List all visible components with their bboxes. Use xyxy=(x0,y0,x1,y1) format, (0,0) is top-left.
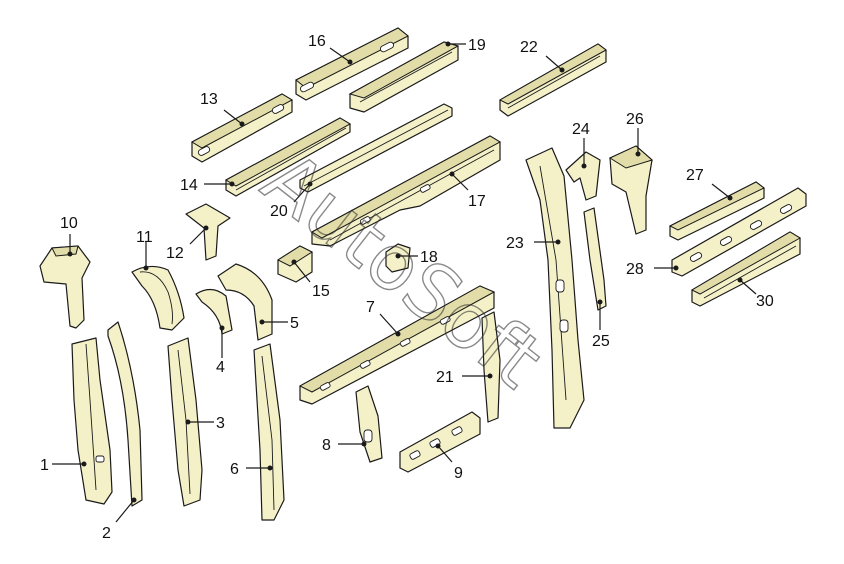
part-16-rail[interactable] xyxy=(295,27,409,101)
part-24-bracket[interactable] xyxy=(565,151,601,201)
callout-25[interactable]: 25 xyxy=(592,333,610,350)
callout-24[interactable]: 24 xyxy=(572,121,590,138)
callout-16[interactable]: 16 xyxy=(308,33,326,50)
callout-10[interactable]: 10 xyxy=(60,215,78,232)
part-19-rail[interactable] xyxy=(348,41,460,113)
part-28-rail[interactable] xyxy=(671,187,807,277)
part-13-bar[interactable] xyxy=(190,93,294,163)
callout-26[interactable]: 26 xyxy=(626,111,644,128)
callout-5[interactable]: 5 xyxy=(290,315,299,332)
part-9-plate[interactable] xyxy=(399,411,481,473)
callout-27[interactable]: 27 xyxy=(686,167,704,184)
callout-14[interactable]: 14 xyxy=(180,177,198,194)
part-22-rail[interactable] xyxy=(498,43,607,117)
part-17-beam[interactable] xyxy=(310,135,502,247)
part-6-pillar[interactable] xyxy=(253,343,285,521)
part-30-rail[interactable] xyxy=(690,231,801,307)
part-1-pillar[interactable] xyxy=(71,337,113,505)
part-5-panel[interactable] xyxy=(217,263,273,341)
callout-23[interactable]: 23 xyxy=(506,235,524,252)
callout-6[interactable]: 6 xyxy=(230,461,239,478)
callout-4[interactable]: 4 xyxy=(216,359,225,376)
part-2-strip[interactable] xyxy=(107,321,143,507)
callout-19[interactable]: 19 xyxy=(468,37,486,54)
callout-labels: 1 2 3 4 5 6 7 8 9 10 11 12 13 14 15 16 1… xyxy=(40,33,774,542)
part-21-pillar[interactable] xyxy=(481,311,501,423)
callout-9[interactable]: 9 xyxy=(454,465,463,482)
part-25-strip[interactable] xyxy=(583,207,607,311)
callout-22[interactable]: 22 xyxy=(520,39,538,56)
callout-1[interactable]: 1 xyxy=(40,457,49,474)
part-12-clip[interactable] xyxy=(185,203,231,261)
part-23-pillar[interactable] xyxy=(525,147,585,429)
part-14-channel[interactable] xyxy=(224,117,352,197)
part-26-pillar[interactable] xyxy=(608,145,654,235)
callout-20[interactable]: 20 xyxy=(270,203,288,220)
callout-3[interactable]: 3 xyxy=(216,415,225,432)
callout-7[interactable]: 7 xyxy=(366,299,375,316)
callout-13[interactable]: 13 xyxy=(200,91,218,108)
leader-lines xyxy=(52,41,757,523)
callout-18[interactable]: 18 xyxy=(420,249,438,266)
part-20-rail[interactable] xyxy=(299,103,453,193)
callout-12[interactable]: 12 xyxy=(166,245,184,262)
callout-2[interactable]: 2 xyxy=(102,525,111,542)
callout-17[interactable]: 17 xyxy=(468,193,486,210)
callout-21[interactable]: 21 xyxy=(436,369,454,386)
part-27-rail[interactable] xyxy=(668,181,765,241)
callout-30[interactable]: 30 xyxy=(756,293,774,310)
part-10-bracket[interactable] xyxy=(39,245,91,329)
callout-28[interactable]: 28 xyxy=(626,261,644,278)
callout-15[interactable]: 15 xyxy=(312,283,330,300)
callout-8[interactable]: 8 xyxy=(322,437,331,454)
part-4-arch[interactable] xyxy=(195,288,233,335)
callout-11[interactable]: 11 xyxy=(136,229,153,246)
part-3-pillar[interactable] xyxy=(167,337,203,507)
part-11-arch[interactable] xyxy=(131,265,185,331)
part-8-bracket[interactable] xyxy=(355,385,383,463)
part-7-plate[interactable] xyxy=(298,285,496,405)
